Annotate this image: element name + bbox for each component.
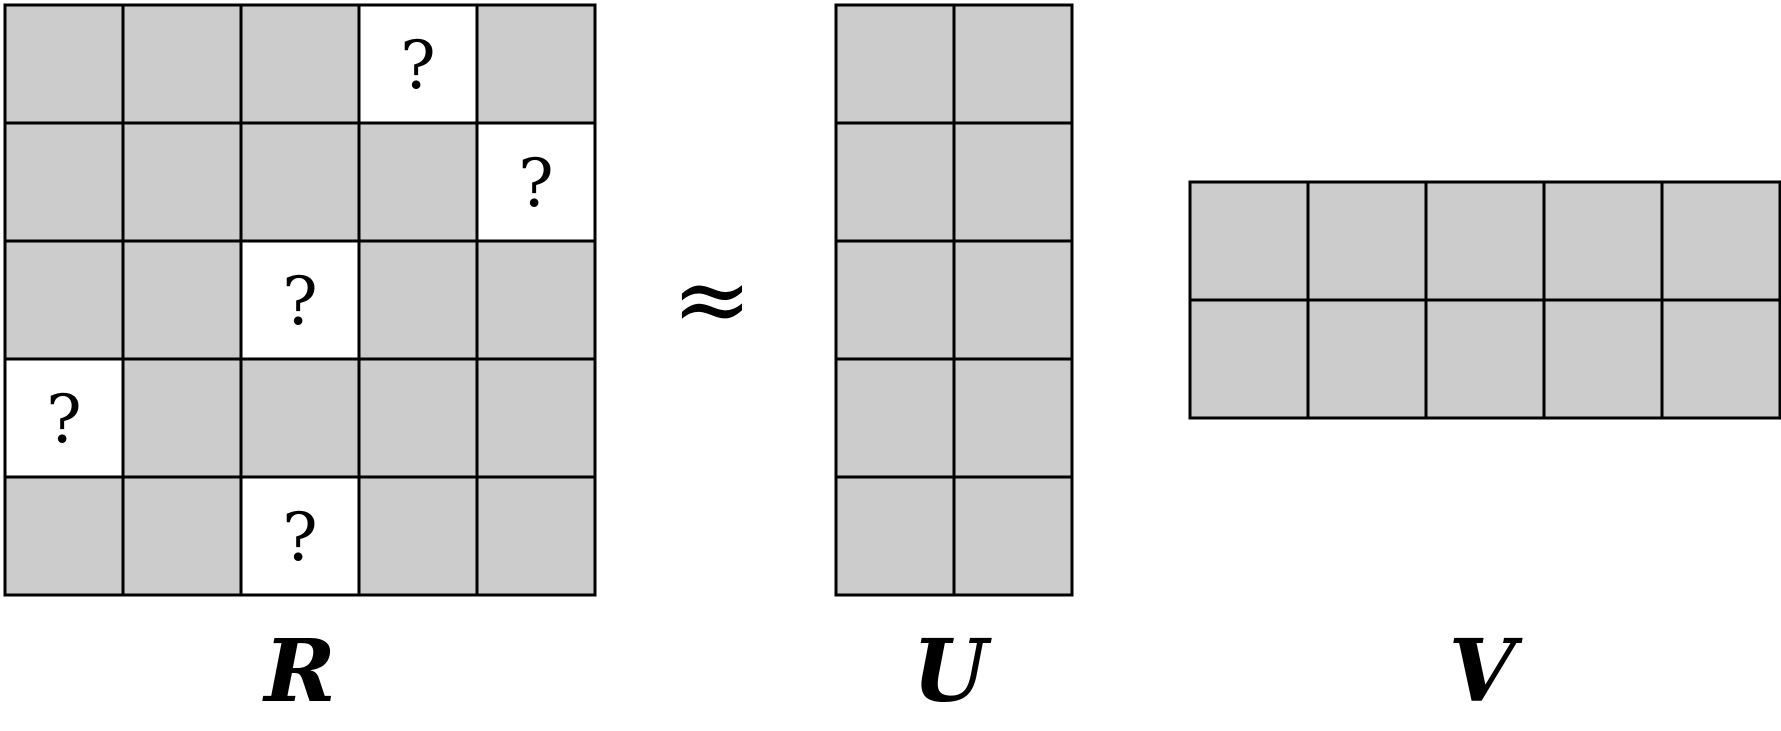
matrix-r-label: R <box>261 621 335 722</box>
matrix-r-cell <box>121 357 243 479</box>
matrix-v-cell <box>1306 180 1428 302</box>
matrix-r-cell <box>357 357 479 479</box>
matrix-u-cell <box>834 121 956 243</box>
approx-symbol: ≈ <box>672 243 752 355</box>
matrix-u-cell <box>952 3 1074 125</box>
matrix-r-cell <box>357 239 479 361</box>
matrix-r-cell <box>121 121 243 243</box>
missing-value-marker: ? <box>282 263 317 340</box>
matrix-r-cell <box>475 121 597 243</box>
matrix-r-cell <box>3 475 125 597</box>
matrix-v-cell <box>1306 298 1428 420</box>
matrix-u-cell <box>834 357 956 479</box>
matrix-r-cell <box>357 3 479 125</box>
matrix-r-cell <box>121 239 243 361</box>
matrix-v-cell <box>1660 298 1781 420</box>
matrix-r-cell <box>121 475 243 597</box>
matrix-r-cell <box>239 475 361 597</box>
matrix-r-cell <box>475 357 597 479</box>
matrix-r-cell <box>239 121 361 243</box>
matrix-u-cell <box>952 121 1074 243</box>
matrix-r-cell <box>239 3 361 125</box>
matrix-u-cell <box>834 3 956 125</box>
matrix-u-cell <box>834 475 956 597</box>
matrix-v-cell <box>1542 298 1664 420</box>
matrix-r-cell <box>475 475 597 597</box>
matrix-r-cell <box>3 239 125 361</box>
matrix-v-cell <box>1660 180 1781 302</box>
matrix-r-cell <box>475 239 597 361</box>
matrix-r: ????? <box>3 3 597 597</box>
matrix-v-cell <box>1424 180 1546 302</box>
matrix-u-cell <box>952 239 1074 361</box>
matrix-r-cell <box>239 357 361 479</box>
matrix-v <box>1188 180 1781 420</box>
matrix-u-cell <box>834 239 956 361</box>
matrix-r-cell <box>357 475 479 597</box>
matrix-v-label: V <box>1449 621 1524 722</box>
missing-value-marker: ? <box>518 145 553 222</box>
matrix-u-label: U <box>913 621 993 722</box>
matrix-r-cell <box>357 121 479 243</box>
missing-value-marker: ? <box>282 499 317 576</box>
missing-value-marker: ? <box>400 27 435 104</box>
missing-value-marker: ? <box>46 381 81 458</box>
matrix-v-cell <box>1424 298 1546 420</box>
matrix-r-cell <box>3 121 125 243</box>
matrix-r-cell <box>3 3 125 125</box>
matrix-v-cell <box>1542 180 1664 302</box>
matrix-v-cell <box>1188 298 1310 420</box>
matrix-u-cell <box>952 357 1074 479</box>
matrix-r-cell <box>475 3 597 125</box>
matrix-u-cell <box>952 475 1074 597</box>
matrix-r-cell <box>121 3 243 125</box>
matrix-u <box>834 3 1074 597</box>
matrix-v-cell <box>1188 180 1310 302</box>
